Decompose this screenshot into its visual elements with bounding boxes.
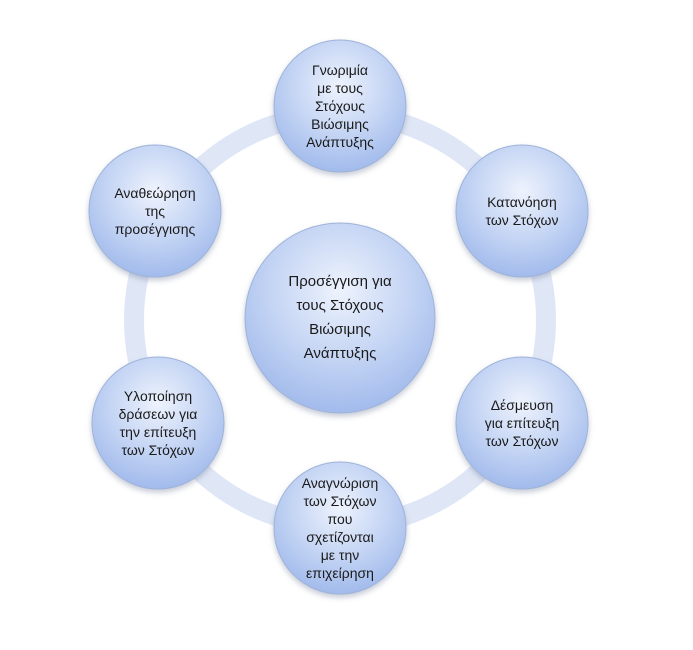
cycle-node-top: Γνωριμία με τους Στόχους Βιώσιμης Ανάπτυ…	[273, 39, 407, 173]
cycle-node-upper-left: Αναθεώρηση της προσέγγισης	[88, 144, 222, 278]
cycle-node-bottom-circle	[273, 461, 407, 595]
cycle-node-label: Αναγνώριση των Στόχων που σχετίζονται με…	[301, 475, 379, 581]
cycle-node-label: Αναθεώρηση της προσέγγισης	[114, 185, 196, 237]
cycle-node-upper-left-circle	[88, 144, 222, 278]
cycle-node-lower-left: Υλοποίηση δράσεων για την επίτευξη των Σ…	[91, 356, 225, 490]
cycle-node-label: Γνωριμία με τους Στόχους Βιώσιμης Ανάπτυ…	[306, 62, 374, 150]
center-node-label: Προσέγγιση για τους Στόχους Βιώσιμης Ανά…	[288, 273, 392, 362]
cycle-node-label: Κατανόηση των Στόχων	[485, 194, 559, 228]
cycle-node-lower-right-circle	[455, 356, 589, 490]
cycle-node-lower-right: Δέσμευση για επίτευξη των Στόχων	[455, 356, 589, 490]
cycle-node-lower-left-circle	[91, 356, 225, 490]
cycle-node-bottom: Αναγνώριση των Στόχων που σχετίζονται με…	[273, 461, 407, 595]
cycle-node-top-circle	[273, 39, 407, 173]
cycle-node-label: Υλοποίηση δράσεων για την επίτευξη των Σ…	[118, 388, 198, 458]
cycle-node-upper-right-circle	[455, 144, 589, 278]
center-node-circle	[244, 222, 436, 414]
cycle-node-label: Δέσμευση για επίτευξη των Στόχων	[484, 397, 560, 449]
cycle-node-upper-right: Κατανόηση των Στόχων	[455, 144, 589, 278]
center-node: Προσέγγιση για τους Στόχους Βιώσιμης Ανά…	[244, 222, 436, 414]
